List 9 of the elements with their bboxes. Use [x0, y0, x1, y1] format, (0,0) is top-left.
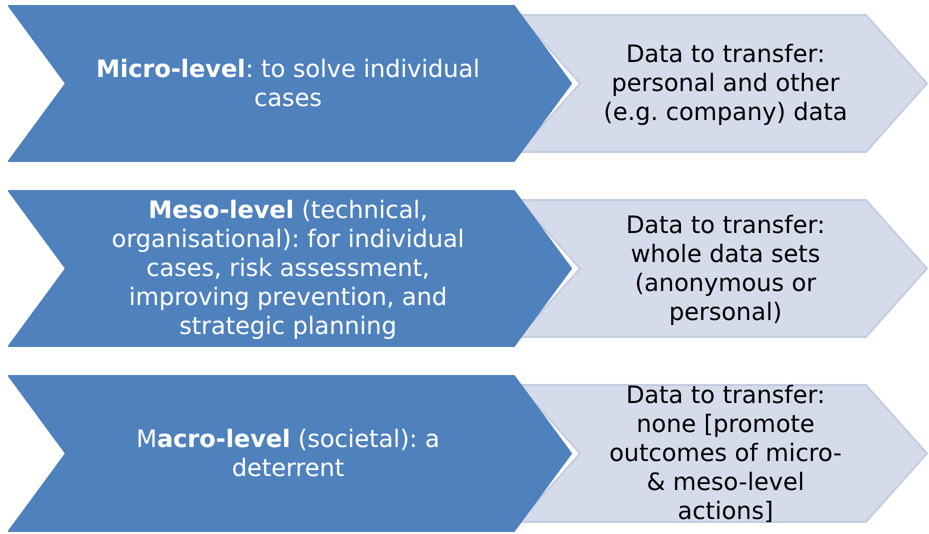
data-transfer-text: Data to transfer: none [promote outcomes of micro- & meso-level actions]	[608, 381, 843, 526]
level-description: Macro-level (societal): a deterrent	[135, 424, 441, 482]
chevron-banner	[8, 190, 572, 347]
chevron-banner	[8, 375, 572, 532]
data-transfer-text: Data to transfer: personal and other (e.g. company) data	[603, 40, 848, 127]
chevron-banner	[8, 5, 572, 162]
level-description: Meso-level (technical, organisational): for individual cases, risk assessment, improving prevention, and strategic planning	[110, 196, 466, 341]
data-transfer-text: Data to transfer: whole data sets (anonymous or personal)	[624, 210, 826, 326]
level-description: Micro-level: to solve individual cases	[95, 54, 481, 112]
